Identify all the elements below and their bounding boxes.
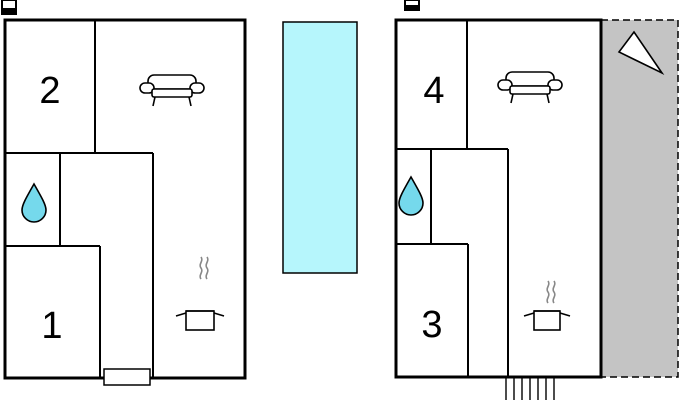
meter-marker-right [404, 0, 420, 11]
water-drop-icon [21, 182, 47, 223]
door-mat [103, 368, 151, 386]
room-number-1: 1 [41, 305, 62, 347]
water-drop-icon [398, 175, 424, 216]
north-arrow-icon [617, 30, 665, 76]
cooking-pot-icon [523, 280, 571, 331]
room-number-3: 3 [421, 304, 442, 346]
cooking-pot-icon [175, 256, 225, 331]
meter-marker-left [1, 0, 17, 15]
sofa-icon [139, 74, 205, 107]
stairs [504, 376, 559, 400]
sofa-icon [497, 71, 563, 104]
left-unit-walls [5, 20, 154, 378]
right-unit-walls [396, 20, 509, 377]
right-unit: 4 3 [394, 0, 679, 400]
room-number-2: 2 [39, 70, 60, 112]
room-number-4: 4 [423, 70, 444, 112]
terrace [600, 19, 679, 378]
left-unit: 2 1 [1, 0, 247, 386]
pool [282, 21, 358, 274]
